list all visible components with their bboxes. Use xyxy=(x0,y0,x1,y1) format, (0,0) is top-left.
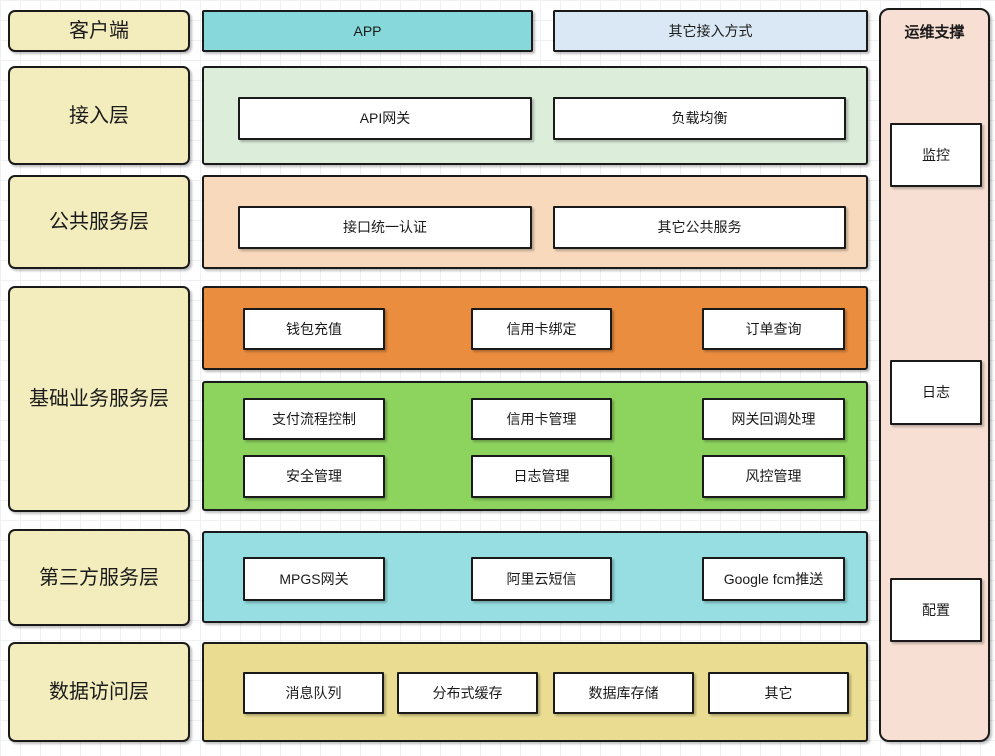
node-aliyun-sms: 阿里云短信 xyxy=(471,557,612,601)
node-message-queue: 消息队列 xyxy=(243,672,384,714)
core-business-orange-container: 钱包充值 信用卡绑定 订单查询 xyxy=(202,286,868,370)
layer-label-access: 接入层 xyxy=(8,66,190,165)
node-order-query: 订单查询 xyxy=(702,308,845,350)
node-other-storage: 其它 xyxy=(708,672,849,714)
node-database-storage: 数据库存储 xyxy=(553,672,694,714)
public-services-container: 接口统一认证 其它公共服务 xyxy=(202,175,868,269)
node-other-public-services: 其它公共服务 xyxy=(553,206,846,249)
node-distributed-cache: 分布式缓存 xyxy=(397,672,538,714)
node-monitoring: 监控 xyxy=(890,123,982,187)
node-load-balancer: 负载均衡 xyxy=(553,97,846,140)
node-mpgs-gateway: MPGS网关 xyxy=(243,557,385,601)
node-configuration: 配置 xyxy=(890,578,982,642)
layer-label-data-access: 数据访问层 xyxy=(8,642,190,742)
node-log-management: 日志管理 xyxy=(471,455,612,498)
layer-label-third-party: 第三方服务层 xyxy=(8,529,190,626)
third-party-container: MPGS网关 阿里云短信 Google fcm推送 xyxy=(202,531,868,623)
node-payment-flow-control: 支付流程控制 xyxy=(243,398,385,440)
node-google-fcm-push: Google fcm推送 xyxy=(702,557,845,601)
node-risk-control-management: 风控管理 xyxy=(702,455,845,498)
layer-label-client: 客户端 xyxy=(8,10,190,52)
node-app: APP xyxy=(202,10,533,52)
node-gateway-callback-handling: 网关回调处理 xyxy=(702,398,845,440)
layer-label-core-business: 基础业务服务层 xyxy=(8,286,190,512)
node-wallet-recharge: 钱包充值 xyxy=(243,308,385,350)
data-access-container: 消息队列 分布式缓存 数据库存储 其它 xyxy=(202,642,868,742)
core-business-green-container: 支付流程控制 信用卡管理 网关回调处理 安全管理 日志管理 风控管理 xyxy=(202,381,868,511)
ops-support-panel: 运维支撑 监控 日志 配置 xyxy=(879,8,990,742)
node-security-management: 安全管理 xyxy=(243,455,385,498)
access-layer-container: API网关 负载均衡 xyxy=(202,66,868,165)
node-unified-auth: 接口统一认证 xyxy=(238,206,532,249)
layer-label-public-services: 公共服务层 xyxy=(8,175,190,269)
node-logging: 日志 xyxy=(890,360,982,425)
node-other-access: 其它接入方式 xyxy=(553,10,868,52)
node-credit-card-management: 信用卡管理 xyxy=(471,398,612,440)
node-api-gateway: API网关 xyxy=(238,97,532,140)
node-credit-card-binding: 信用卡绑定 xyxy=(471,308,612,350)
ops-support-title: 运维支撑 xyxy=(904,24,965,41)
